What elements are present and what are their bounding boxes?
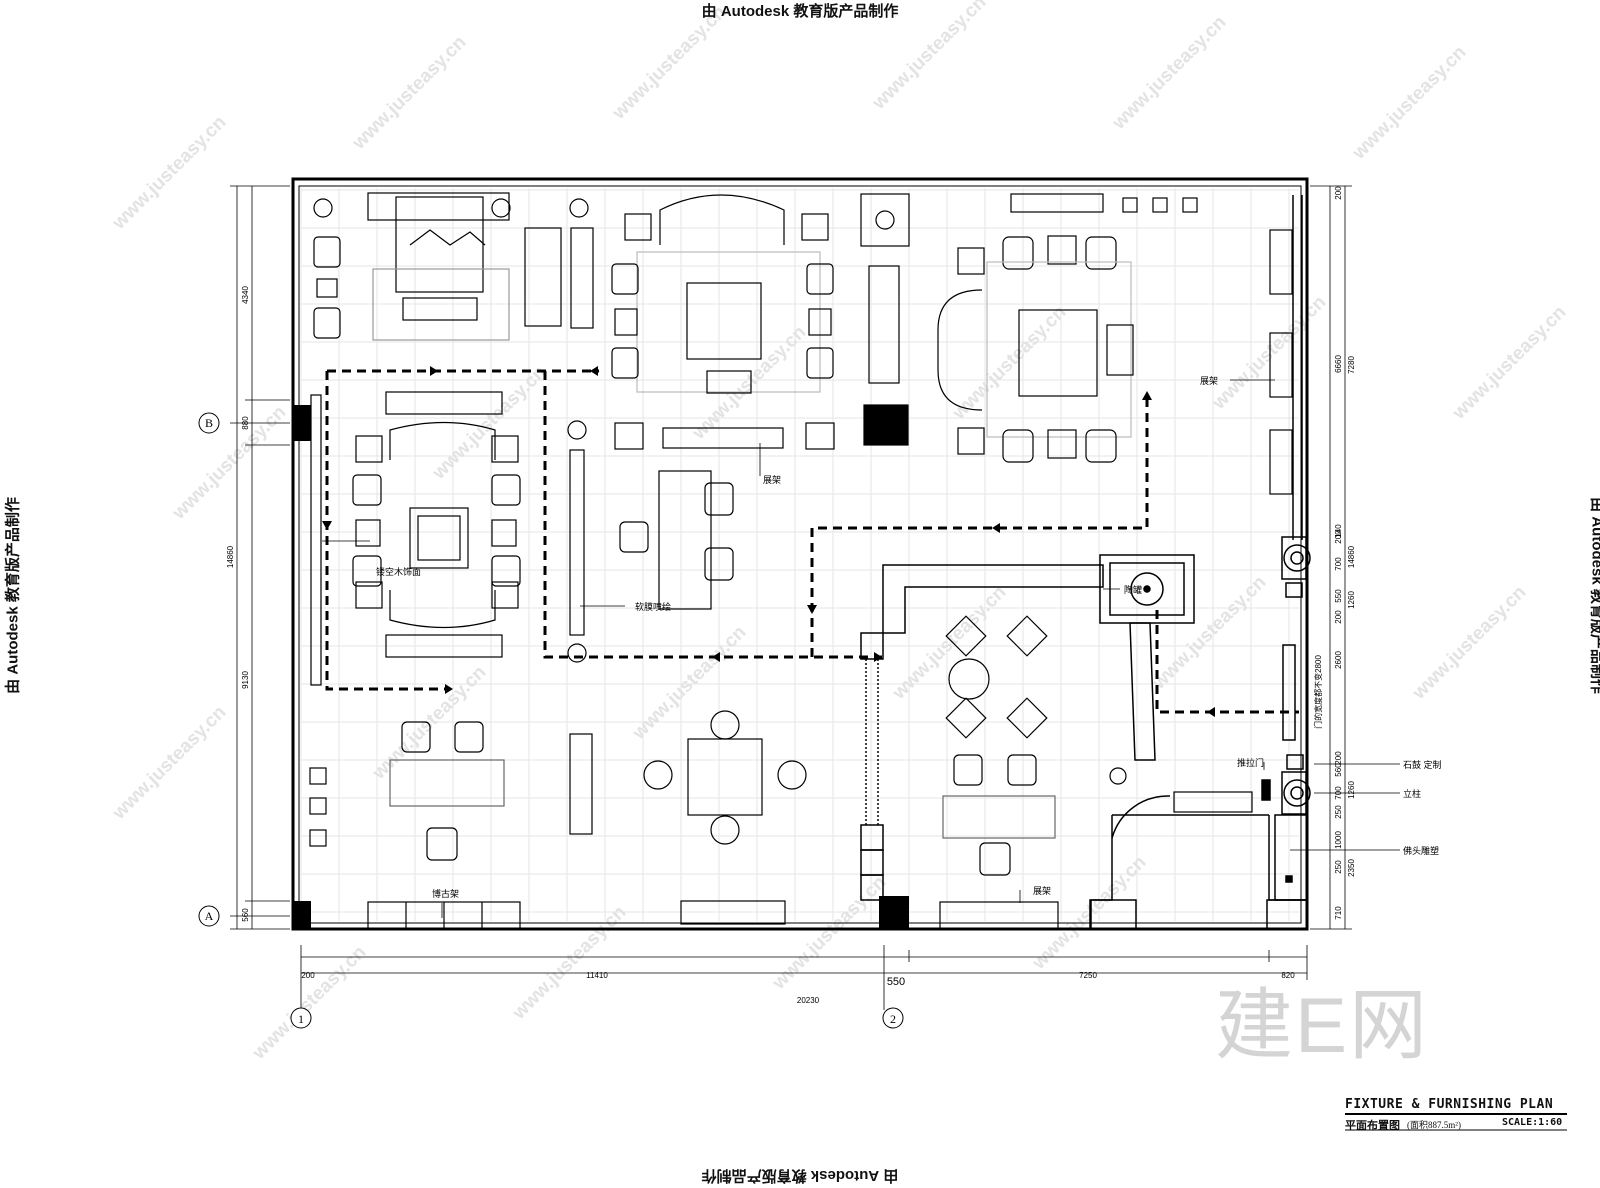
dim-right: 700 bbox=[1334, 786, 1343, 800]
dim-right: 7280 bbox=[1347, 356, 1356, 374]
drawing-area: (面积887.5m²) bbox=[1407, 1120, 1461, 1130]
grid-axis-b: B bbox=[205, 416, 213, 430]
dim-right: 1260 bbox=[1347, 781, 1356, 799]
grid-axis-1: 1 bbox=[298, 1012, 304, 1026]
left-lounge-furniture bbox=[310, 391, 734, 686]
label-buddha-sculpture: 佛头雕塑 bbox=[1403, 845, 1439, 856]
dim-bottom: 200 bbox=[301, 971, 315, 980]
drawing-name: 平面布置图 bbox=[1345, 1120, 1400, 1132]
round-table-area-furniture bbox=[939, 615, 1253, 930]
label-sliding-door: 推拉门 bbox=[1237, 757, 1264, 768]
dim-right: 1260 bbox=[1347, 591, 1356, 609]
label-antique-shelf: 博古架 bbox=[432, 888, 459, 899]
leader-lines bbox=[322, 379, 1400, 918]
dim-right: 2600 bbox=[1334, 651, 1343, 669]
dim-right: 140 bbox=[1334, 524, 1343, 538]
label-display-rack-center: 展架 bbox=[763, 475, 781, 485]
dim-left: 9130 bbox=[241, 671, 250, 689]
lower-left-furniture bbox=[309, 710, 807, 930]
label-stone-drum: 石鼓 定制 bbox=[1403, 759, 1442, 770]
dim-door-note: 门的宽度都不变2800 bbox=[1313, 655, 1323, 729]
dim-right-total: 14860 bbox=[1347, 545, 1356, 568]
dim-left-total: 14860 bbox=[226, 545, 235, 568]
grid-bubbles bbox=[198, 412, 904, 1029]
dim-right: 200 bbox=[1334, 530, 1343, 544]
dim-bottom: 7250 bbox=[1079, 971, 1097, 980]
circulation-route bbox=[325, 369, 1299, 714]
bedroom-furniture bbox=[313, 192, 594, 341]
dim-right: 6660 bbox=[1334, 355, 1343, 373]
dim-right: 200 bbox=[1334, 186, 1343, 200]
dim-right: 200 bbox=[1334, 751, 1343, 765]
dim-left: 560 bbox=[241, 908, 250, 922]
floor-tile-grid bbox=[300, 188, 1299, 921]
dim-bottom: 11410 bbox=[586, 971, 608, 980]
dim-right: 2350 bbox=[1347, 859, 1356, 877]
label-membrane-print: 软膜喷绘 bbox=[635, 601, 671, 612]
label-display-rack-right: 展架 bbox=[1200, 376, 1218, 386]
label-display-rack-bottom: 展架 bbox=[1033, 886, 1051, 896]
dim-bottom-total: 20230 bbox=[797, 996, 820, 1005]
label-hollow-wood-panel: 镂空木饰面 bbox=[376, 566, 421, 577]
grid-axis-2: 2 bbox=[890, 1012, 896, 1026]
dim-right: 250 bbox=[1334, 805, 1343, 819]
dimension-lines bbox=[230, 185, 1352, 1010]
dim-left: 880 bbox=[241, 416, 250, 430]
grid-axis-a: A bbox=[205, 909, 214, 923]
drawing-title: FIXTURE & FURNISHING PLAN bbox=[1345, 1097, 1554, 1112]
label-pottery-jar: 陶罐 bbox=[1124, 584, 1142, 595]
label-column: 立柱 bbox=[1403, 788, 1421, 799]
autodesk-stamp-top: 由 Autodesk 教育版产品制作 bbox=[701, 3, 899, 20]
dim-right: 1000 bbox=[1334, 831, 1343, 849]
route-arrows bbox=[322, 366, 1215, 717]
brand-logo: 建E网 bbox=[1215, 981, 1430, 1069]
dim-bottom: 820 bbox=[1281, 971, 1295, 980]
dim-right: 560 bbox=[1334, 763, 1343, 777]
drawing-scale: SCALE:1:60 bbox=[1502, 1117, 1563, 1128]
interior-partitions bbox=[860, 195, 1311, 930]
dim-right: 700 bbox=[1334, 557, 1343, 571]
dim-left: 4340 bbox=[241, 286, 250, 304]
dim-right: 200 bbox=[1334, 610, 1343, 624]
dim-right: 710 bbox=[1334, 906, 1343, 920]
dim-right: 250 bbox=[1334, 860, 1343, 874]
meeting-room-right-furniture bbox=[866, 193, 1293, 495]
dim-right: 550 bbox=[1334, 589, 1343, 603]
dim-bottom: 550 bbox=[887, 976, 905, 988]
